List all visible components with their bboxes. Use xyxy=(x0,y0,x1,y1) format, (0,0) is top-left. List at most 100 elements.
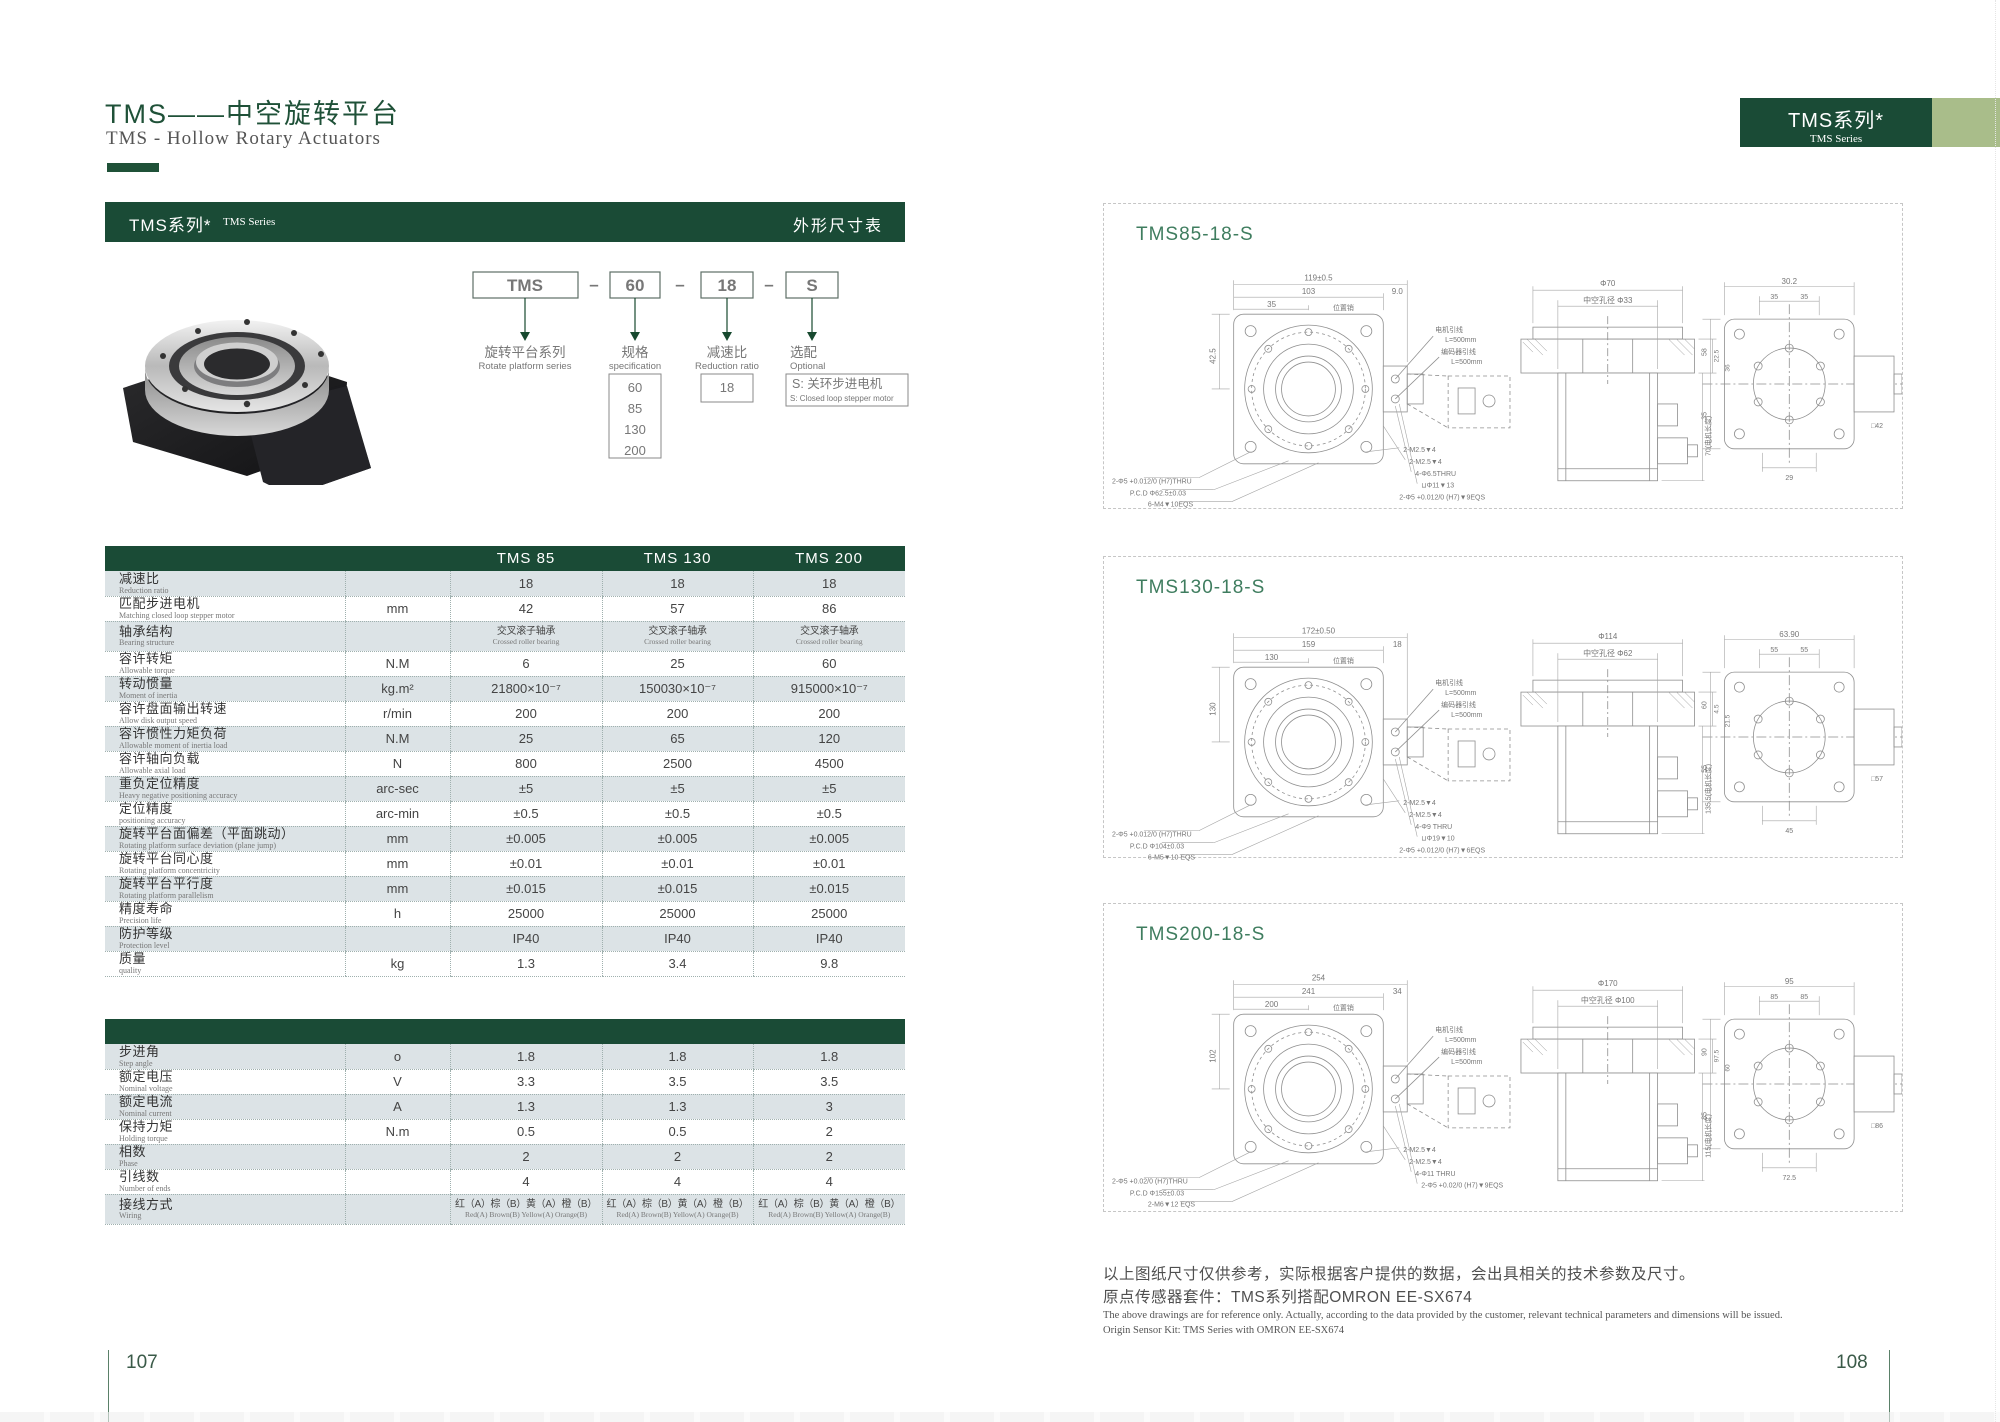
spec-value: 21800×10⁻⁷ xyxy=(449,676,602,702)
row-unit: h xyxy=(344,901,450,927)
title-underline xyxy=(107,163,159,172)
spec-value: 3.4 xyxy=(601,951,753,977)
technical-drawing: 254 241 200 34 102 位置销 Φ170 中空孔径 Φ100 97… xyxy=(1112,973,1902,1208)
spec-value: ±5 xyxy=(752,776,905,802)
row-unit: mm xyxy=(344,826,450,852)
page-title-cn: TMS——中空旋转平台 xyxy=(105,99,400,129)
spec-value: 2 xyxy=(449,1144,602,1170)
svg-text:60: 60 xyxy=(1724,1064,1731,1072)
svg-text:200: 200 xyxy=(1265,1000,1279,1009)
svg-text:位置销: 位置销 xyxy=(1333,1003,1354,1012)
spec-value: 0.5 xyxy=(449,1119,602,1145)
field-label-cn: 选配 xyxy=(790,345,818,360)
svg-text:L=500mm: L=500mm xyxy=(1451,359,1482,366)
model-separator: – xyxy=(589,275,598,294)
svg-text:Φ170: Φ170 xyxy=(1598,979,1618,988)
spec-value: 25 xyxy=(601,651,753,677)
svg-text:L=500mm: L=500mm xyxy=(1445,337,1476,344)
svg-text:4.5: 4.5 xyxy=(1713,704,1720,713)
spec-value: 915000×10⁻⁷ xyxy=(752,676,905,702)
spec-option: 60 xyxy=(628,380,642,395)
spec-value: 1.3 xyxy=(449,1094,602,1120)
spec-option: 85 xyxy=(628,401,642,416)
svg-text:编码器引线: 编码器引线 xyxy=(1441,347,1476,356)
row-unit xyxy=(344,571,450,597)
svg-text:编码器引线: 编码器引线 xyxy=(1441,1047,1476,1056)
svg-text:102: 102 xyxy=(1209,1049,1218,1063)
spec-value: ±0.005 xyxy=(601,826,753,852)
spec-value: 18 xyxy=(449,571,602,597)
spec-value: 60 xyxy=(752,651,905,677)
series-corner-tag: TMS系列* TMS Series xyxy=(1740,98,1932,147)
spec-value: ±0.015 xyxy=(752,876,905,902)
spec-value: 18 xyxy=(601,571,753,597)
spec-value: ±0.5 xyxy=(449,801,602,827)
motor-table-header xyxy=(105,1019,905,1044)
spec-value: 红（A）棕（B）黄（A）橙（B）Red(A) Brown(B) Yellow(A… xyxy=(601,1194,753,1225)
spec-value: 2 xyxy=(752,1144,905,1170)
svg-text:90: 90 xyxy=(1701,1048,1708,1056)
spec-value: ±5 xyxy=(601,776,753,802)
svg-text:中空孔径 Φ62: 中空孔径 Φ62 xyxy=(1583,648,1633,658)
page-title-en: TMS - Hollow Rotary Actuators xyxy=(106,128,381,149)
field-label-en: specification xyxy=(609,361,661,372)
field-label-cn: 规格 xyxy=(622,345,650,360)
svg-text:9.0: 9.0 xyxy=(1392,287,1404,296)
section-header-bar: TMS系列* TMS Series 外形尺寸表 xyxy=(105,202,905,242)
svg-text:L=500mm: L=500mm xyxy=(1451,1059,1482,1066)
svg-text:97.5: 97.5 xyxy=(1713,1049,1720,1062)
series-tag-en: TMS Series xyxy=(1809,133,1863,145)
svg-text:55: 55 xyxy=(1800,647,1808,654)
field-label-en: Optional xyxy=(790,361,825,372)
svg-text:Φ70: Φ70 xyxy=(1600,279,1616,288)
svg-text:⊔Φ19▼10: ⊔Φ19▼10 xyxy=(1421,836,1455,843)
row-unit xyxy=(344,926,450,952)
model-separator: – xyxy=(675,275,684,294)
svg-text:4-Φ9 THRU: 4-Φ9 THRU xyxy=(1415,824,1452,831)
spec-value: 3.3 xyxy=(449,1069,602,1095)
spec-value: IP40 xyxy=(752,926,905,952)
svg-text:2-M2.5▼4: 2-M2.5▼4 xyxy=(1409,812,1442,819)
footer-rule-left xyxy=(108,1350,109,1422)
product-photo xyxy=(123,319,371,485)
svg-text:2-M2.5▼4: 2-M2.5▼4 xyxy=(1409,459,1442,466)
spec-value: 3.5 xyxy=(601,1069,753,1095)
spec-value: 3 xyxy=(752,1094,905,1120)
technical-drawing: 172±0.50 159 130 18 130 位置销 Φ114 中空孔径 Φ6… xyxy=(1112,626,1902,861)
corner-tag-accent xyxy=(1932,98,2000,147)
spec-value: ±0.5 xyxy=(601,801,753,827)
spec-value: 1.3 xyxy=(601,1094,753,1120)
drawing-title: TMS200-18-S xyxy=(1136,924,1266,945)
field-label-cn: 旋转平台系列 xyxy=(485,345,566,360)
svg-text:103: 103 xyxy=(1302,287,1316,296)
spec-value: 200 xyxy=(601,701,753,727)
spec-value: IP40 xyxy=(449,926,602,952)
spec-value: 800 xyxy=(449,751,602,777)
svg-text:63.90: 63.90 xyxy=(1779,630,1800,639)
svg-text:130: 130 xyxy=(1265,653,1279,662)
model-segment: 60 xyxy=(626,276,645,295)
